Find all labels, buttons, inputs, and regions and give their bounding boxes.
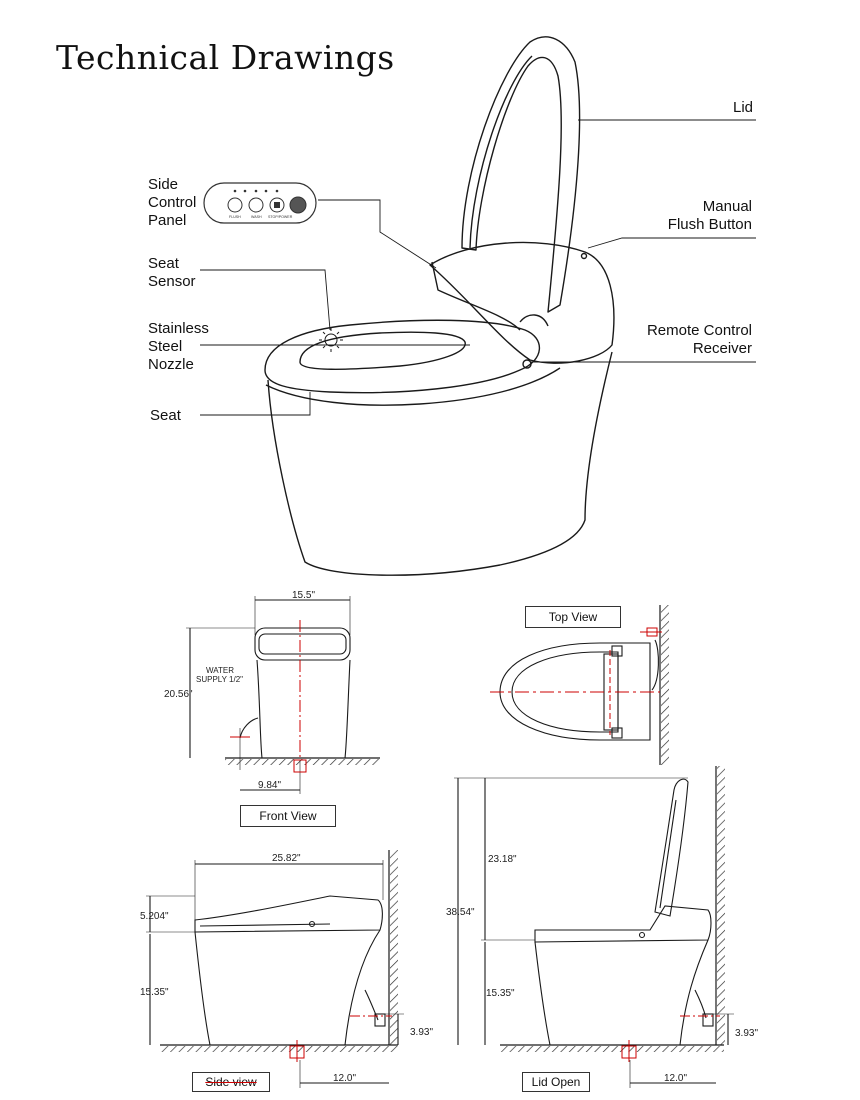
callout-line: Flush Button [667, 216, 752, 233]
panel-flush-label: FLUSH [229, 215, 241, 219]
seat-lower-edge [265, 367, 561, 406]
seat-sensor-icon [319, 328, 343, 352]
hinge-arc [519, 314, 549, 327]
housing-front-panel [431, 261, 521, 331]
flush-icon [227, 197, 243, 213]
panel-wash-label: WASH [251, 215, 262, 219]
wash-icon [248, 197, 264, 213]
dim-open-supply-height: 3.93" [735, 1028, 758, 1039]
dim-open-rough-in: 12.0" [664, 1073, 687, 1084]
dim-side-supply-height: 3.93" [410, 1027, 433, 1038]
callout-leaders [200, 119, 756, 416]
lid-inner-edge [469, 55, 533, 249]
callout-line: Nozzle [148, 356, 194, 373]
front-view-centerline [230, 620, 307, 773]
rear-housing [429, 241, 615, 364]
callout-line: Side [148, 176, 179, 193]
dim-front-supply-offset: 9.84" [258, 780, 281, 791]
water-supply-label-2: SUPPLY 1/2" [196, 675, 243, 684]
callout-line: Receiver [692, 340, 752, 357]
lid-open-view-label: Lid Open [522, 1072, 590, 1092]
side-view-drawing [146, 850, 404, 1088]
top-view-label: Top View [525, 606, 621, 628]
side-control-panel-graphic: FLUSH WASH STOP/POWER [203, 182, 317, 224]
dim-open-lid-height: 23.18" [488, 854, 517, 865]
side-view-centerlines [289, 1015, 392, 1062]
remote-receiver-dot [522, 359, 532, 369]
callout-seat-sensor: Seat Sensor [148, 255, 196, 291]
dim-front-width: 15.5" [292, 590, 315, 601]
dim-side-rough-in: 12.0" [333, 1073, 356, 1084]
dim-side-length: 25.82" [272, 853, 301, 864]
top-view-drawing [499, 605, 669, 765]
flush-button-dot [580, 252, 588, 260]
dim-side-seat-height: 15.35" [140, 987, 169, 998]
remote-button-icon [289, 196, 307, 214]
callout-line: Seat [148, 255, 179, 272]
callout-line: Steel [148, 338, 183, 355]
callout-line: Stainless [148, 320, 209, 337]
bowl-body [267, 351, 613, 576]
callout-remote-control-receiver: Remote Control Receiver [647, 322, 752, 358]
callout-manual-flush-button: Manual Flush Button [668, 198, 752, 234]
side-view-label: Side view [192, 1072, 270, 1092]
water-supply-label-1: WATER [206, 666, 234, 675]
callout-side-control-panel: Side Control Panel [148, 176, 196, 230]
seat-ring [264, 319, 541, 394]
callout-lid: Lid [733, 99, 754, 116]
callout-line: Control [148, 194, 197, 211]
lid-shape [461, 36, 581, 313]
dim-open-total-height: 38.54" [446, 907, 475, 918]
panel-stop-power-label: STOP/POWER [268, 215, 293, 219]
page-title: Technical Drawings [56, 38, 395, 77]
callout-seat: Seat [150, 407, 181, 424]
callout-line: Remote Control [646, 322, 752, 339]
seat-opening [299, 331, 466, 370]
lid-open-view-drawing [454, 766, 734, 1088]
dim-front-height: 20.56" [164, 689, 193, 700]
front-view-drawing [186, 596, 380, 794]
dim-side-lid-height: 5.204" [140, 911, 169, 922]
main-toilet-illustration [264, 36, 615, 576]
top-view-centerline [490, 627, 662, 735]
lid-open-view-centerlines [621, 1015, 720, 1062]
callout-stainless-steel-nozzle: Stainless Steel Nozzle [148, 320, 209, 374]
callout-line: Manual [702, 198, 752, 215]
callout-line: Panel [148, 212, 187, 229]
callout-line: Sensor [148, 273, 196, 290]
dim-open-seat-height: 15.35" [486, 988, 515, 999]
front-view-label: Front View [240, 805, 336, 827]
